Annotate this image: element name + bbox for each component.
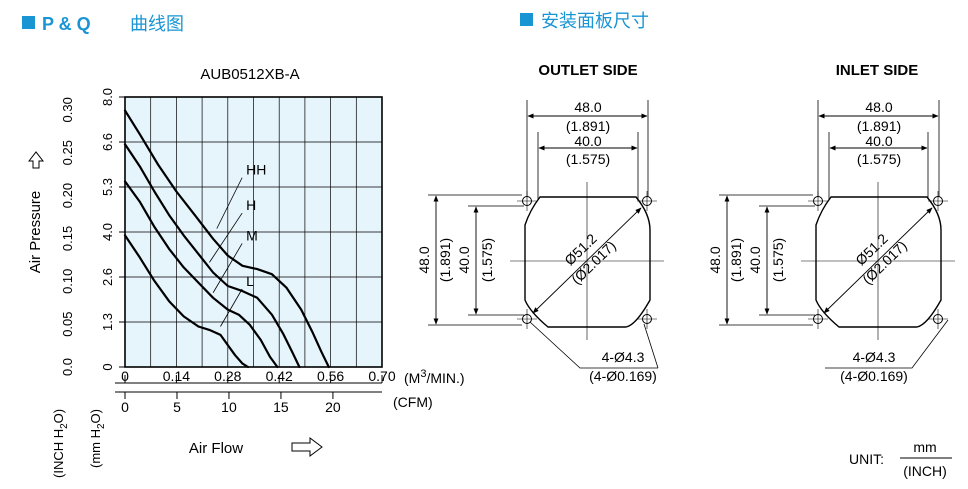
y-tick-label-mm: 8.0: [100, 88, 115, 106]
x-tick-label-cfm: 10: [221, 399, 237, 415]
y-tick-label-inch: 0.10: [60, 269, 75, 294]
y-tick-label-inch: 0.25: [60, 140, 75, 165]
curve-leader-hh: [216, 177, 243, 229]
y-tick-label-inch: 0.05: [60, 311, 75, 336]
chart-curves: [123, 109, 330, 369]
y-ticks-mm: 0 1.3 2.6 4.0 5.3 6.6 8.0: [100, 88, 125, 371]
y-tick-label-mm: 4.0: [100, 223, 115, 241]
curve-label-h: H: [246, 197, 256, 213]
x-ticks-cfm: 0 5 10 15 20: [121, 392, 341, 415]
x-tick-label-cfm: 0: [121, 399, 129, 415]
x-axis-arrow-icon: [291, 437, 323, 457]
inlet-title: INLET SIDE: [836, 62, 919, 79]
outlet-mount-holes: [517, 191, 657, 329]
outlet-hole-inch: (4-Ø0.169): [589, 368, 657, 384]
outlet-dim-inner-mm-v: 40.0: [456, 246, 472, 273]
curve-l: [123, 234, 250, 369]
x-unit-secondary: (CFM): [393, 394, 433, 410]
x-tick-label-m3: 0.42: [266, 368, 293, 384]
y-tick-label-inch: 0.20: [60, 183, 75, 208]
curve-label-l: L: [246, 273, 254, 289]
y-tick-label-mm: 6.6: [100, 133, 115, 151]
outlet-side-drawing: OUTLET SIDE 48.0 (1.891) 40.0 (1.575) 48…: [416, 62, 664, 384]
chart-grid: [125, 97, 382, 367]
inlet-dim-outer-inch-v: (1.891): [728, 238, 744, 282]
pq-title-main: P & Q: [42, 14, 91, 34]
x-tick-label-cfm: 20: [325, 399, 341, 415]
unit-label: UNIT:: [849, 451, 884, 467]
outlet-dim-inner-inch: (1.575): [566, 151, 610, 167]
panel-bullet-square: [520, 13, 533, 26]
y-tick-label-mm: 5.3: [100, 178, 115, 196]
y-unit-inch-label: (INCH H2O): [51, 409, 70, 478]
inlet-mount-holes: [808, 191, 948, 329]
y-tick-label-inch: 0.30: [60, 97, 75, 122]
y-tick-label-inch: 0.15: [60, 226, 75, 251]
y-tick-label-mm: 2.6: [100, 268, 115, 286]
curve-leader-l: [220, 288, 243, 327]
x-tick-label-m3: 0: [121, 368, 129, 384]
inlet-dim-outer-mm: 48.0: [865, 99, 892, 115]
curve-hh: [123, 109, 330, 369]
x-axis-label: Air Flow: [189, 440, 243, 457]
pq-bullet-square: [22, 16, 35, 29]
outlet-dim-inner-mm: 40.0: [574, 133, 601, 149]
inlet-hole-mm: 4-Ø4.3: [853, 349, 896, 365]
inlet-side-drawing: INLET SIDE 48.0 (1.891) 40.0 (1.575) 48.…: [707, 62, 955, 384]
curve-m: [123, 180, 279, 369]
inlet-dim-outer-inch: (1.891): [857, 118, 901, 134]
outlet-dim-outer-mm-v: 48.0: [416, 246, 432, 273]
curve-label-m: M: [246, 227, 258, 243]
inlet-dim-inner-mm: 40.0: [865, 133, 892, 149]
y-tick-label-mm: 0: [100, 363, 115, 370]
outlet-hole-mm: 4-Ø4.3: [602, 349, 645, 365]
inlet-dim-outer-mm-v: 48.0: [707, 246, 723, 273]
x-tick-label-cfm: 15: [273, 399, 289, 415]
pq-title-suffix: 曲线图: [130, 14, 184, 34]
inlet-dim-inner-inch: (1.575): [857, 151, 901, 167]
curve-h: [123, 143, 301, 369]
inlet-hole-inch: (4-Ø0.169): [840, 368, 908, 384]
outlet-dim-outer-mm: 48.0: [574, 99, 601, 115]
y-axis-arrow-icon: [27, 151, 45, 169]
x-ticks-m3: 0 0.14 0.28 0.42 0.56 0.70: [121, 368, 396, 384]
panel-title: 安装面板尺寸: [541, 11, 649, 31]
chart-title: AUB0512XB-A: [200, 66, 299, 83]
y-ticks-inch: 0.0 0.05 0.10 0.15 0.20 0.25 0.30: [60, 97, 75, 376]
unit-numerator: mm: [913, 439, 936, 455]
x-unit-primary: (M3/MIN.): [404, 368, 465, 386]
curve-leader-m: [212, 243, 243, 293]
outlet-title: OUTLET SIDE: [538, 62, 637, 79]
outlet-dim-inner-inch-v: (1.575): [479, 238, 495, 282]
x-tick-label-m3: 0.28: [214, 368, 241, 384]
outlet-dim-outer-inch-v: (1.891): [437, 238, 453, 282]
y-tick-label-inch: 0.0: [60, 358, 75, 376]
y-unit-mm-label: (mm H2O): [88, 409, 107, 468]
x-tick-label-m3: 0.56: [317, 368, 344, 384]
x-tick-label-cfm: 5: [173, 399, 181, 415]
x-tick-label-m3: 0.14: [163, 368, 190, 384]
y-axis-label: Air Pressure: [27, 191, 44, 274]
outlet-dim-outer-inch: (1.891): [566, 118, 610, 134]
unit-legend: UNIT: mm (INCH): [849, 439, 952, 479]
curve-leader-h: [209, 212, 243, 263]
inlet-dim-inner-inch-v: (1.575): [770, 238, 786, 282]
inlet-dim-inner-mm-v: 40.0: [747, 246, 763, 273]
curve-label-hh: HH: [246, 162, 266, 178]
y-tick-label-mm: 1.3: [100, 313, 115, 331]
x-tick-label-m3: 0.70: [368, 368, 395, 384]
unit-denominator: (INCH): [903, 463, 947, 479]
